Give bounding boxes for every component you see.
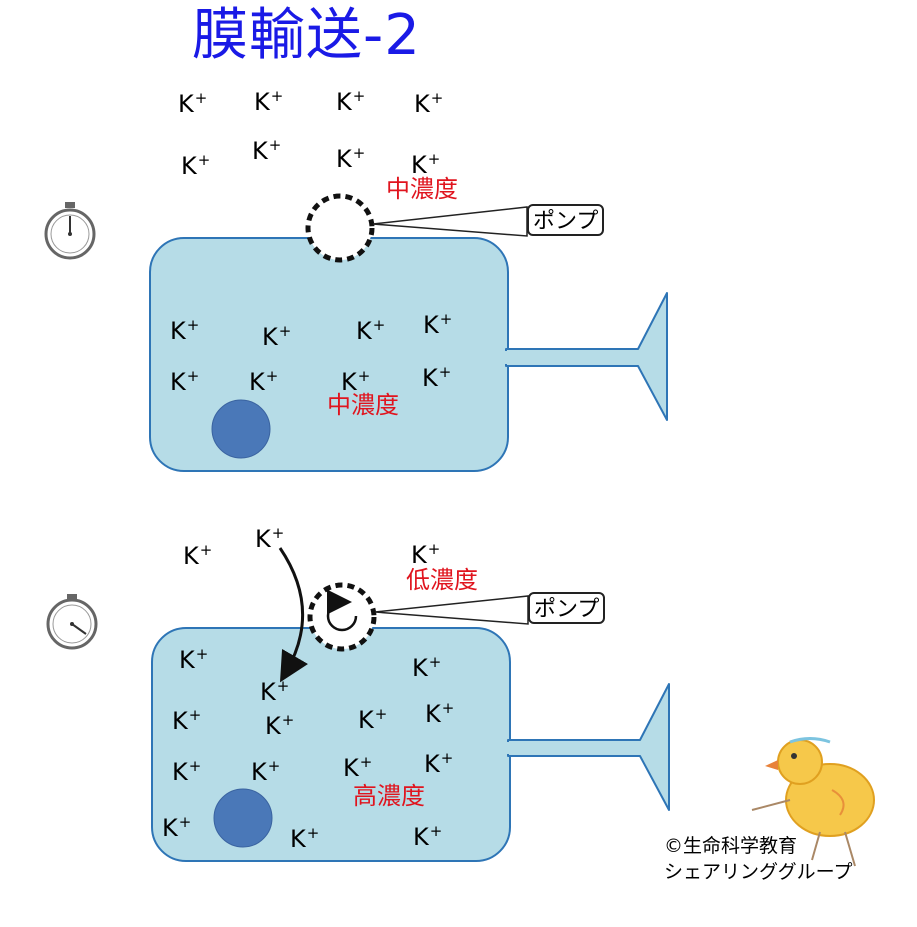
credit-line-2: シェアリンググループ <box>664 861 853 883</box>
k-ion: K+ <box>251 757 281 786</box>
outside-concentration-label: 低濃度 <box>406 566 478 594</box>
k-ion: K+ <box>254 87 284 116</box>
page-title: 膜輸送-2 <box>192 3 421 68</box>
k-ion: K+ <box>336 87 366 116</box>
ion-transport-arrow <box>278 547 309 683</box>
k-ion: K+ <box>290 824 320 853</box>
pump-top <box>305 193 375 263</box>
k-ion: K+ <box>262 322 292 351</box>
pump-bottom <box>307 582 377 652</box>
k-ion: K+ <box>336 144 366 173</box>
k-ion: K+ <box>252 136 282 165</box>
k-ion: K+ <box>170 367 200 396</box>
outside-concentration-label: 中濃度 <box>386 175 458 203</box>
stopwatch-icon <box>44 202 96 260</box>
k-ion: K+ <box>358 705 388 734</box>
k-ion: K+ <box>414 89 444 118</box>
k-ion: K+ <box>181 151 211 180</box>
k-ion: K+ <box>249 367 279 396</box>
k-ion: K+ <box>423 310 453 339</box>
k-ion: K+ <box>255 524 285 553</box>
k-ion: K+ <box>183 541 213 570</box>
pump-callout-line-bottom <box>374 595 529 625</box>
k-ion: K+ <box>356 316 386 345</box>
k-ion: K+ <box>425 699 455 728</box>
nucleus-top <box>211 399 271 459</box>
credit-line-1: ©生命科学教育 <box>664 835 798 857</box>
k-ion: K+ <box>422 363 452 392</box>
inside-concentration-label: 高濃度 <box>353 782 425 810</box>
pump-callout-line-top <box>372 206 528 237</box>
k-ion: K+ <box>413 822 443 851</box>
k-ion: K+ <box>341 367 371 396</box>
k-ion: K+ <box>172 757 202 786</box>
k-ion: K+ <box>170 316 200 345</box>
k-ion: K+ <box>179 645 209 674</box>
k-ion: K+ <box>178 89 208 118</box>
stopwatch-icon <box>46 594 98 650</box>
k-ion: K+ <box>411 540 441 569</box>
chick-mascot-icon <box>751 737 875 867</box>
k-ion: K+ <box>424 749 454 778</box>
k-ion: K+ <box>412 653 442 682</box>
pump-label: ポンプ <box>527 204 605 236</box>
k-ion: K+ <box>172 706 202 735</box>
k-ion: K+ <box>343 753 373 782</box>
pump-label: ポンプ <box>528 592 606 624</box>
k-ion: K+ <box>162 813 192 842</box>
k-ion: K+ <box>411 150 441 179</box>
k-ion: K+ <box>260 677 290 706</box>
inside-concentration-label: 中濃度 <box>327 391 399 419</box>
k-ion: K+ <box>265 711 295 740</box>
nucleus-bottom <box>213 788 273 848</box>
